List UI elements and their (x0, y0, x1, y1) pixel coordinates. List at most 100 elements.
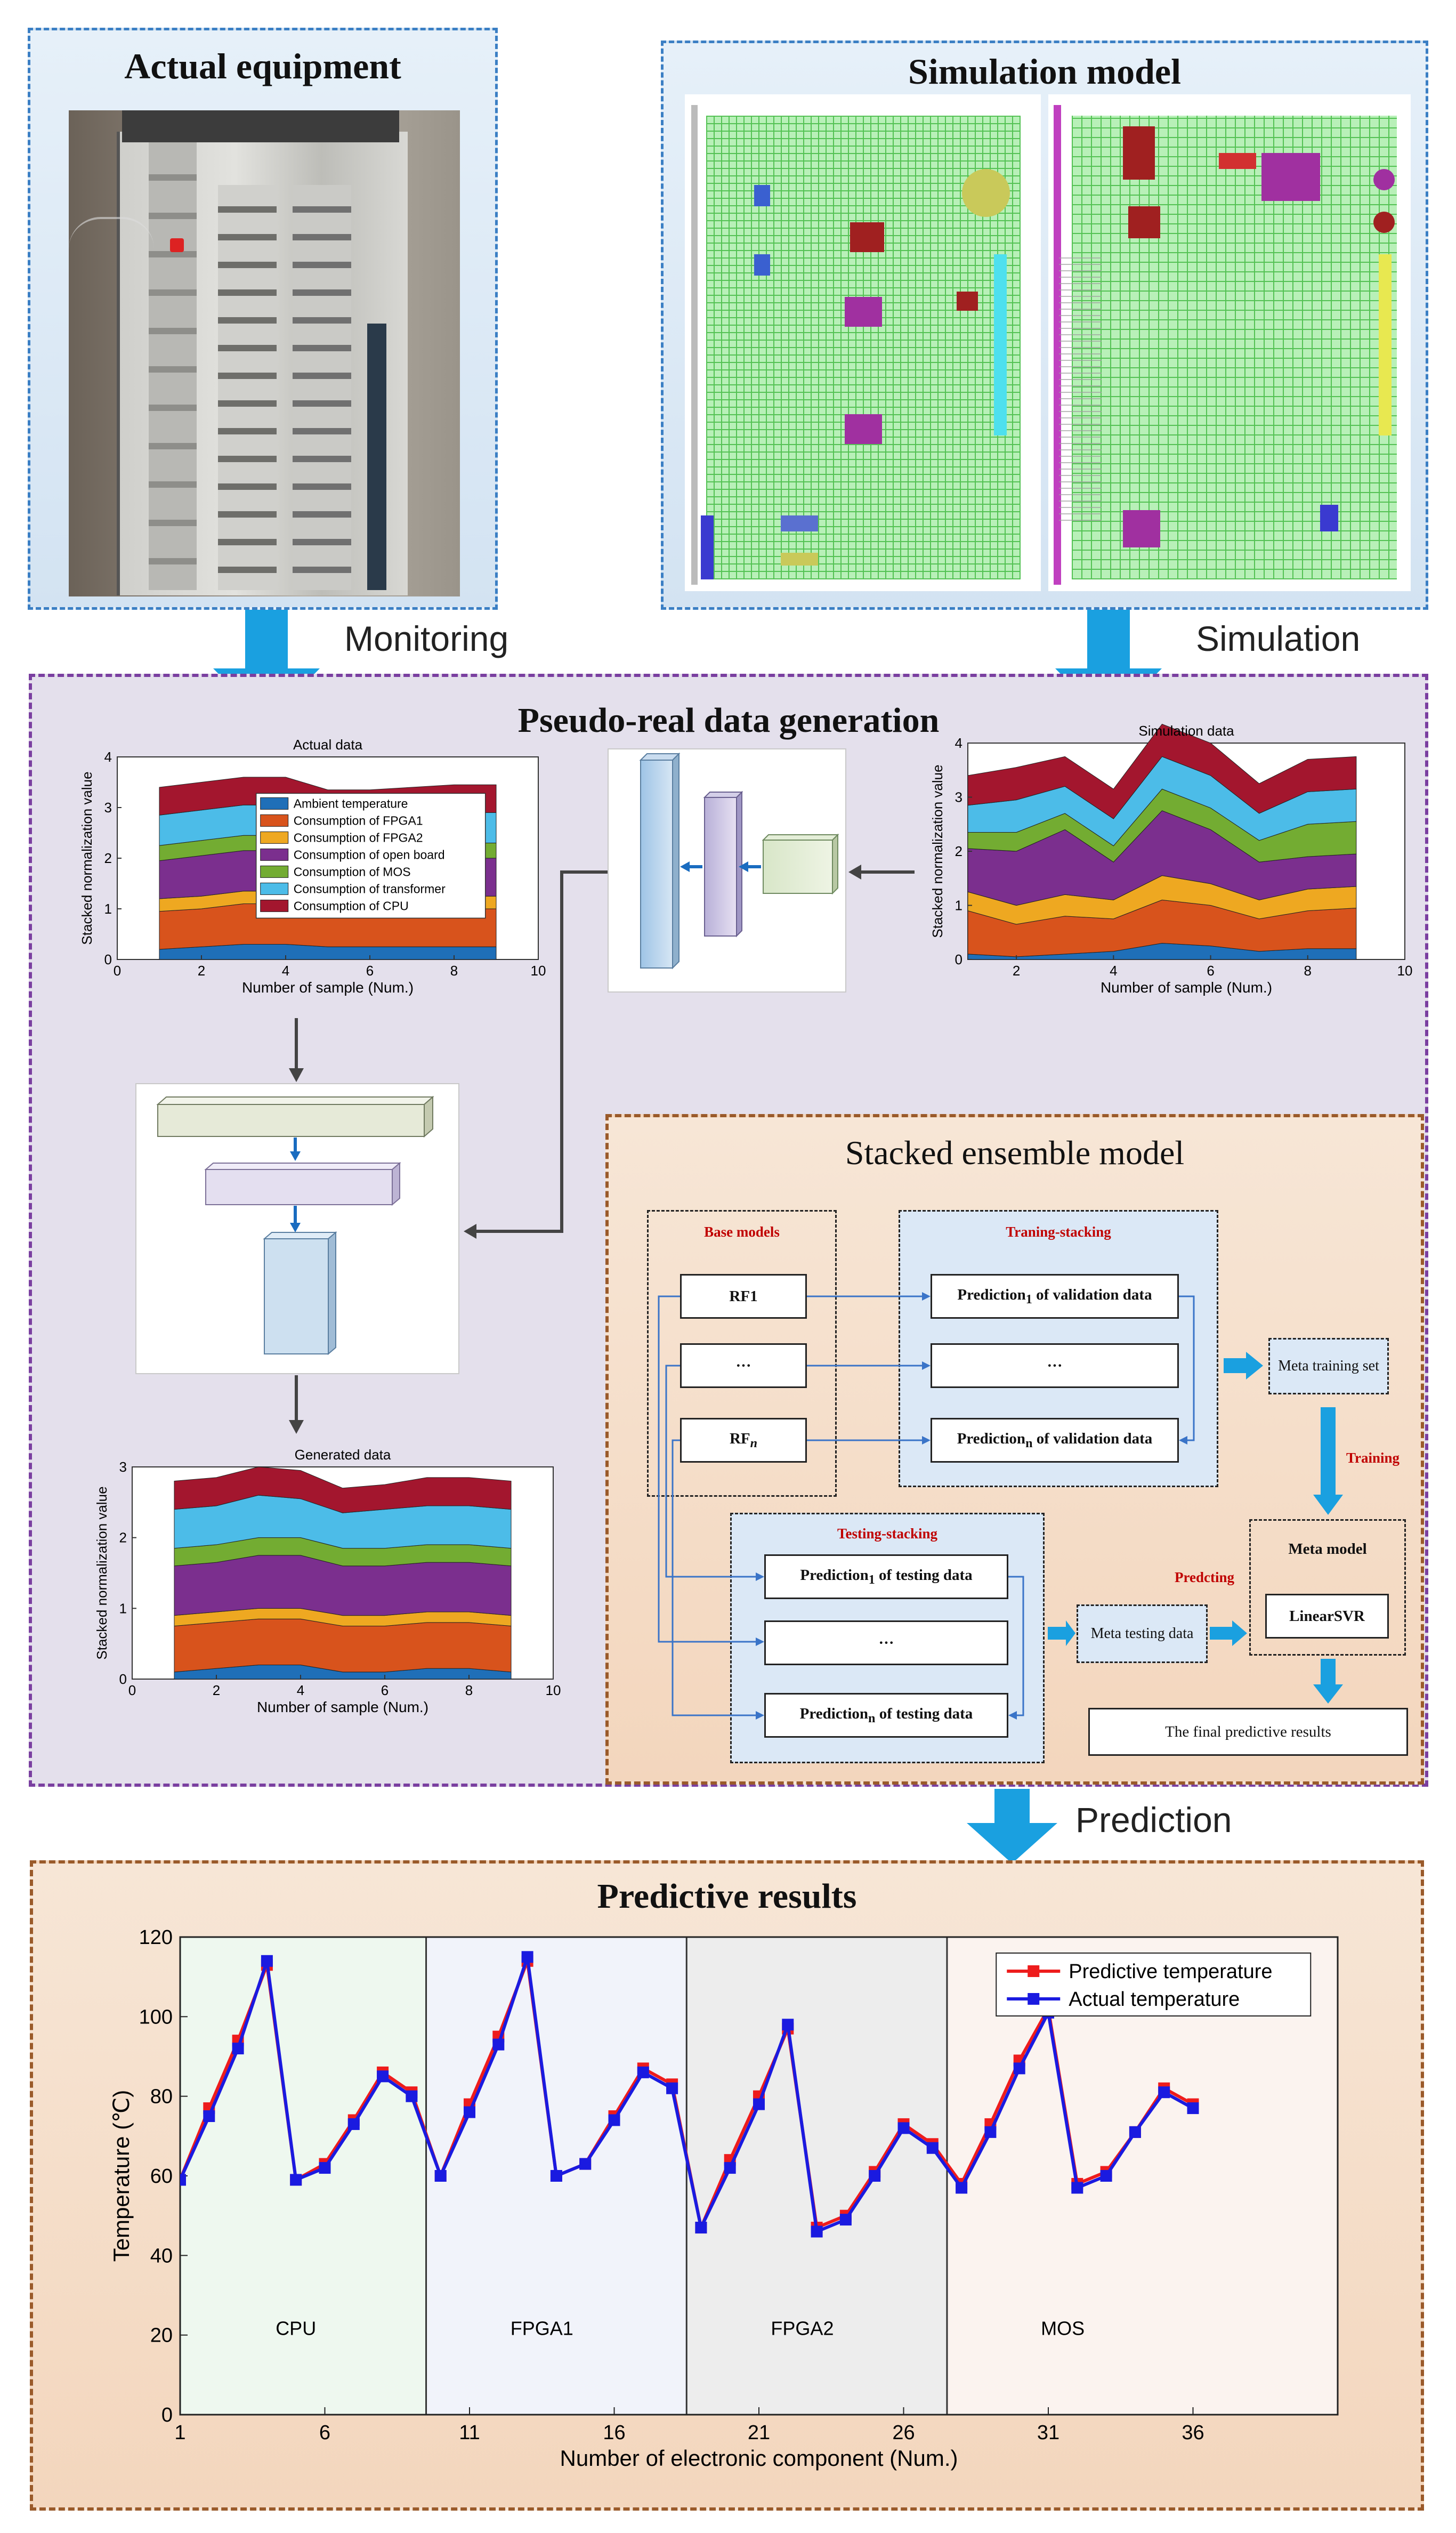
series-2-point (782, 2019, 794, 2031)
simulation-xtick-label: 6 (1207, 963, 1214, 979)
actual-xtick-label: 2 (198, 963, 205, 979)
rf1-box: RF1 (680, 1274, 807, 1319)
generator-network-box (135, 1083, 459, 1374)
pred-dots-validation-label: ··· (1047, 1357, 1063, 1374)
series-2-point (406, 2090, 418, 2102)
actual-legend-swatch (260, 831, 289, 844)
generated-ylabel: Stacked normalization value (94, 1486, 110, 1659)
series-2-point (984, 2126, 997, 2138)
meta-training-set-box: Meta training set (1268, 1338, 1389, 1394)
actual-title: Actual data (293, 737, 363, 753)
series-2-point (180, 2174, 186, 2186)
actual-legend-swatch (260, 814, 289, 827)
actual-ytick-label: 0 (104, 951, 112, 967)
actual-ylabel: Stacked normalization value (79, 771, 95, 945)
rf1-label: RF1 (729, 1287, 758, 1305)
simulation-label: Simulation (1196, 619, 1361, 658)
simulation-board-right (1048, 94, 1411, 591)
pred1-testing-box: Prediction1 of testing data (764, 1554, 1008, 1599)
series-2-point (347, 2118, 360, 2130)
actual-legend-swatch (260, 797, 289, 810)
ytick-label: 40 (150, 2245, 173, 2267)
region-label-fpga1: FPGA1 (511, 2318, 573, 2340)
final-results-box: The final predictive results (1088, 1708, 1408, 1756)
actual-xtick-label: 0 (114, 963, 121, 979)
actual-ytick-label: 1 (104, 901, 112, 917)
simulation-xtick-label: 2 (1013, 963, 1020, 979)
pred-dots-testing-box: ··· (764, 1620, 1008, 1665)
series-2-point (521, 1951, 533, 1963)
rfn-box: RFn (680, 1418, 807, 1463)
simulation-xtick-label: 8 (1304, 963, 1312, 979)
ytick-label: 80 (150, 2086, 173, 2108)
simulation-ytick-label: 1 (955, 898, 962, 914)
series-2 (180, 1951, 1199, 2238)
xtick-label: 16 (603, 2422, 625, 2444)
series-2-point (290, 2174, 302, 2186)
series-2-point (1100, 2170, 1112, 2182)
actual-legend-item: Consumption of FPGA1 (294, 813, 423, 827)
rfn-label: RFn (729, 1430, 758, 1450)
generated-xtick-label: 6 (381, 1682, 389, 1698)
actual-legend-item: Consumption of open board (294, 848, 445, 861)
prediction-arrow (967, 1789, 1057, 1864)
predn-testing-label: Predictionn of testing data (799, 1705, 973, 1725)
xtick-label: 1 (174, 2422, 185, 2444)
series-2-point (1071, 2182, 1083, 2194)
series-2-point (464, 2106, 475, 2118)
series-2-point (724, 2162, 736, 2174)
series-2-point (637, 2066, 649, 2078)
generated-xtick-label: 10 (546, 1682, 561, 1698)
simulation-ytick-label: 2 (955, 843, 962, 859)
series-2-point (203, 2110, 215, 2122)
simulation-board-left (685, 94, 1041, 591)
actual-legend-item: Consumption of FPGA2 (294, 830, 423, 844)
generated-ytick-label: 1 (119, 1600, 127, 1616)
region-label-mos: MOS (1041, 2318, 1085, 2340)
simulation-title: Simulation data (1138, 723, 1234, 739)
simulation-xlabel: Number of sample (Num.) (1101, 979, 1272, 996)
series-2-point (608, 2114, 620, 2126)
actual-ytick-label: 4 (104, 749, 112, 765)
series-2-point (1158, 2086, 1170, 2099)
actual-xtick-label: 8 (450, 963, 458, 979)
xtick-label: 36 (1182, 2422, 1204, 2444)
region-mos (947, 1937, 1338, 2415)
results-xlabel: Number of electronic component (Num.) (560, 2446, 958, 2471)
actual-legend-swatch (260, 899, 289, 912)
simulation-ylabel: Stacked normalization value (929, 764, 945, 938)
xtick-label: 31 (1037, 2422, 1059, 2444)
meta-model-group (1249, 1519, 1406, 1656)
legend-marker-1 (1028, 1965, 1040, 1977)
simulation-xtick-label: 10 (1397, 963, 1413, 979)
ytick-label: 60 (150, 2165, 173, 2188)
pred-dots-testing-label: ··· (878, 1634, 894, 1651)
equipment-photo (69, 110, 460, 596)
actual-ytick-label: 3 (104, 800, 112, 816)
series-2-point (869, 2170, 881, 2182)
results-legend (996, 1953, 1312, 2016)
meta-testing-data-label: Meta testing data (1090, 1625, 1194, 1642)
pred1-validation-label: Prediction1 of validation data (957, 1286, 1152, 1306)
pseudo-real-title: Pseudo-real data generation (517, 701, 940, 740)
actual-legend-swatch (260, 865, 289, 878)
xtick-label: 21 (748, 2422, 770, 2444)
actual-xlabel: Number of sample (Num.) (242, 979, 414, 996)
actual-ytick-label: 2 (104, 850, 112, 866)
series-2-point (839, 2214, 852, 2226)
generated-xtick-label: 8 (465, 1682, 473, 1698)
results-ylabel: Temperature (℃) (109, 2090, 134, 2262)
pred1-validation-box: Prediction1 of validation data (931, 1274, 1179, 1319)
monitoring-label: Monitoring (344, 619, 509, 658)
stacked-ensemble-title: Stacked ensemble model (845, 1134, 1185, 1172)
series-2-point (811, 2225, 823, 2238)
pred-dots-validation-box: ··· (931, 1343, 1179, 1388)
generated-xtick-label: 4 (297, 1682, 304, 1698)
series-2-point (926, 2142, 939, 2154)
generated-title: Generated data (295, 1447, 391, 1463)
linear-svr-label: LinearSVR (1289, 1607, 1365, 1625)
actual-xtick-label: 6 (366, 963, 374, 979)
predictive-results-title: Predictive results (597, 1877, 857, 1916)
actual-xtick-label: 10 (531, 963, 546, 979)
